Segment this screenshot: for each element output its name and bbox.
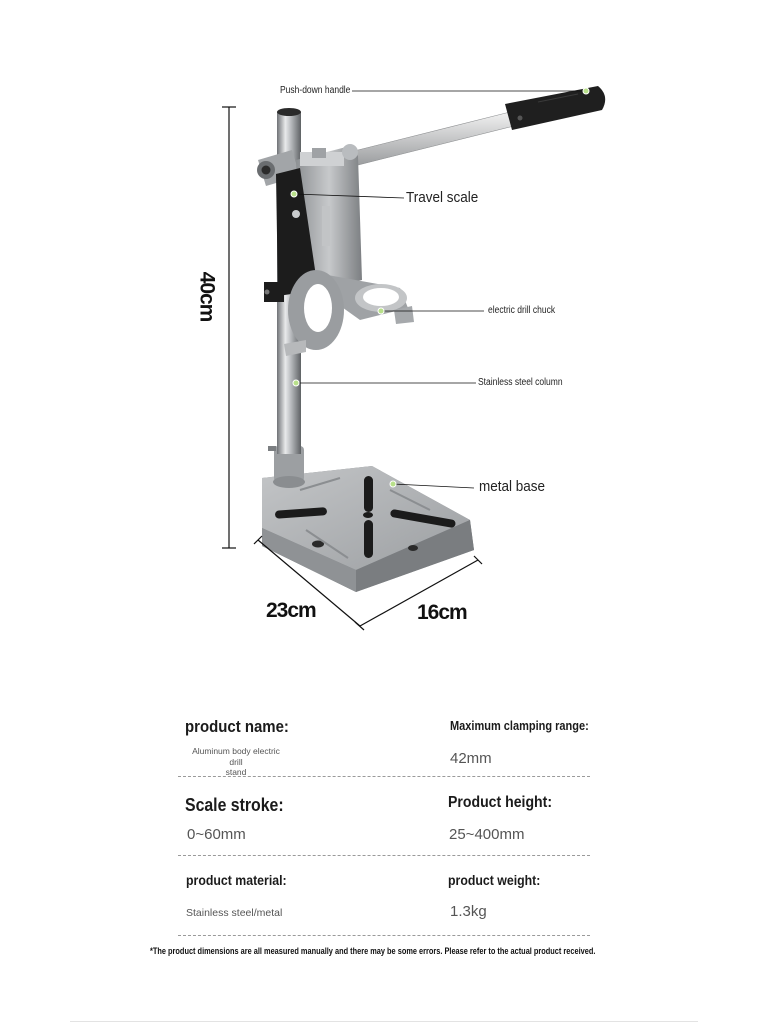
callout-steel-column: Stainless steel column <box>478 377 563 388</box>
spec-divider <box>178 776 590 777</box>
callout-lines <box>293 90 586 489</box>
dimension-lines <box>222 106 483 631</box>
spec-value-product-weight: 1.3kg <box>450 903 487 920</box>
spec-label-scale-stroke: Scale stroke: <box>185 795 284 815</box>
spec-value-scale-stroke: 0~60mm <box>187 826 246 843</box>
spec-label-product-weight: product weight: <box>448 872 541 888</box>
disclaimer-note: *The product dimensions are all measured… <box>150 946 596 956</box>
spec-value-product-height: 25~400mm <box>449 826 525 843</box>
spec-value-clamping-range: 42mm <box>450 750 492 767</box>
dimension-height: 40cm <box>195 271 219 322</box>
spec-divider <box>178 935 590 936</box>
callout-dots <box>290 87 590 488</box>
spec-label-product-name: product name: <box>185 717 289 736</box>
spec-value-product-name: Aluminum body electric drill stand <box>192 746 280 778</box>
callout-push-down-handle: Push-down handle <box>280 85 351 96</box>
spec-label-clamping-range: Maximum clamping range: <box>450 719 589 733</box>
push-down-handle <box>349 86 606 167</box>
spec-value-product-material: Stainless steel/metal <box>186 907 283 919</box>
carriage-body <box>257 144 362 302</box>
dimension-depth: 23cm <box>266 599 317 622</box>
callout-metal-base: metal base <box>479 478 546 495</box>
drill-stand-illustration <box>222 86 606 631</box>
spec-divider <box>178 855 590 856</box>
callout-drill-chuck: electric drill chuck <box>488 305 556 316</box>
bottom-divider <box>70 1021 698 1022</box>
electric-drill-chuck <box>284 270 414 356</box>
callout-travel-scale: Travel scale <box>406 189 479 206</box>
spec-label-product-material: product material: <box>186 872 287 888</box>
metal-base <box>262 446 474 592</box>
product-figure: Push-down handle Travel scale electric d… <box>195 85 606 631</box>
dimension-width: 16cm <box>417 601 468 624</box>
spec-label-product-height: Product height: <box>448 794 553 811</box>
